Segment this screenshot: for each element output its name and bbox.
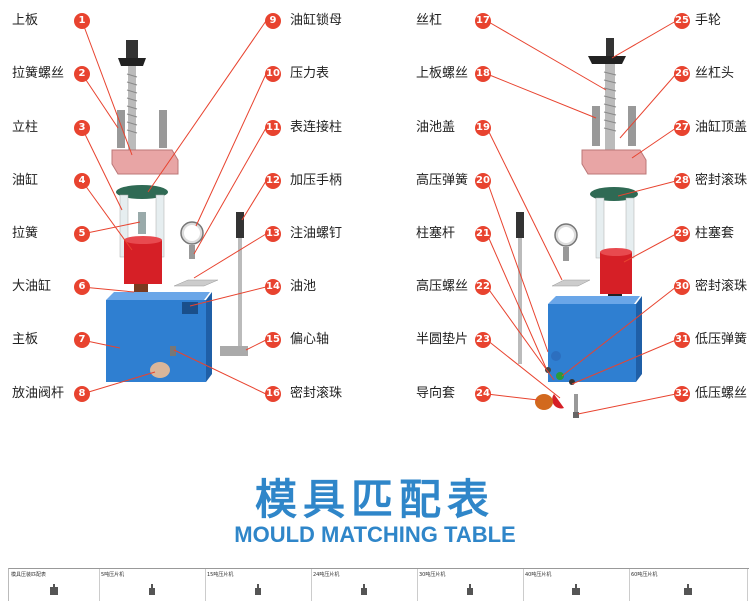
label-tension-spring: 拉簧 bbox=[12, 226, 39, 241]
table-cell-0: 模具压装匹配表 bbox=[9, 569, 100, 601]
exploded-diagram bbox=[81, 20, 677, 418]
label-screw-head: 丝杠头 bbox=[695, 66, 735, 81]
label-oil-cylinder: 油缸 bbox=[12, 173, 39, 188]
label-seal-ball-left: 密封滚珠 bbox=[290, 386, 343, 401]
badge-23: 23 bbox=[475, 332, 491, 348]
badge-19: 19 bbox=[475, 120, 491, 136]
badge-31: 31 bbox=[674, 332, 690, 348]
table-header-0: 模具压装匹配表 bbox=[11, 572, 47, 578]
label-upper-plate-screw: 上板螺丝 bbox=[416, 66, 469, 81]
label-oil-fill-screw: 注油螺钉 bbox=[290, 226, 343, 241]
label-high-pressure-screw: 高压螺丝 bbox=[416, 279, 469, 294]
badge-32: 32 bbox=[674, 386, 690, 402]
badge-11: 11 bbox=[265, 120, 281, 136]
badge-16: 16 bbox=[265, 386, 281, 402]
badge-15: 15 bbox=[265, 332, 281, 348]
label-handwheel: 手轮 bbox=[695, 13, 722, 28]
badge-17: 17 bbox=[475, 13, 491, 29]
label-high-pressure-spring: 高压弹簧 bbox=[416, 173, 469, 188]
badge-1: 1 bbox=[74, 13, 90, 29]
mould-thumbnail-icon bbox=[684, 584, 692, 595]
label-cylinder-lock-nut: 油缸锁母 bbox=[290, 13, 343, 28]
table-header-3: 24吨压片机 bbox=[313, 572, 340, 578]
section-title-chinese: 模具匹配表 bbox=[254, 475, 495, 524]
badge-22: 22 bbox=[475, 279, 491, 295]
badge-29: 29 bbox=[674, 226, 690, 242]
badge-21: 21 bbox=[475, 226, 491, 242]
badge-4: 4 bbox=[74, 173, 90, 189]
table-cell-4: 30吨压片机 bbox=[417, 569, 524, 601]
badge-7: 7 bbox=[74, 332, 90, 348]
table-header-4: 30吨压片机 bbox=[419, 572, 446, 578]
badge-9: 9 bbox=[265, 13, 281, 29]
label-low-pressure-spring: 低压弹簧 bbox=[695, 332, 748, 347]
mould-thumbnail-icon bbox=[149, 584, 155, 595]
label-lead-screw: 丝杠 bbox=[416, 13, 443, 28]
badge-26: 26 bbox=[674, 66, 690, 82]
badge-27: 27 bbox=[674, 120, 690, 136]
label-pressure-gauge: 压力表 bbox=[290, 66, 330, 81]
mould-thumbnail-icon bbox=[361, 584, 367, 595]
mould-thumbnail-icon bbox=[50, 584, 58, 595]
mould-matching-table: 模具压装匹配表 5吨压片机 15吨压片机 24吨压片机 30吨压片机 40吨压片… bbox=[8, 568, 749, 601]
section-title-english: MOULD MATCHING TABLE bbox=[234, 522, 516, 547]
table-cell-3: 24吨压片机 bbox=[311, 569, 418, 601]
label-plunger-rod: 柱塞杆 bbox=[416, 226, 456, 241]
badge-25: 25 bbox=[674, 13, 690, 29]
label-oil-reservoir: 油池 bbox=[290, 279, 317, 294]
label-column: 立柱 bbox=[12, 120, 39, 135]
mould-thumbnail-icon bbox=[467, 584, 473, 595]
badge-6: 6 bbox=[74, 279, 90, 295]
label-pressure-handle: 加压手柄 bbox=[290, 173, 343, 188]
badge-18: 18 bbox=[475, 66, 491, 82]
label-drain-valve-stem: 放油阀杆 bbox=[12, 386, 65, 401]
table-header-1: 5吨压片机 bbox=[101, 572, 125, 578]
badge-12: 12 bbox=[265, 173, 281, 189]
label-seal-ball-30: 密封滚珠 bbox=[695, 279, 748, 294]
table-header-6: 60吨压片机 bbox=[631, 572, 658, 578]
label-seal-ball-28: 密封滚珠 bbox=[695, 173, 748, 188]
badge-8: 8 bbox=[74, 386, 90, 402]
badge-2: 2 bbox=[74, 66, 90, 82]
table-cell-5: 40吨压片机 bbox=[523, 569, 630, 601]
label-main-plate: 主板 bbox=[12, 332, 39, 347]
label-large-cylinder: 大油缸 bbox=[12, 279, 52, 294]
badge-13: 13 bbox=[265, 226, 281, 242]
badge-30: 30 bbox=[674, 279, 690, 295]
label-guide-sleeve: 导向套 bbox=[416, 386, 456, 401]
label-low-pressure-screw: 低压螺丝 bbox=[695, 386, 748, 401]
badge-20: 20 bbox=[475, 173, 491, 189]
table-cell-1: 5吨压片机 bbox=[99, 569, 206, 601]
label-plunger-sleeve: 柱塞套 bbox=[695, 226, 735, 241]
label-eccentric-shaft: 偏心轴 bbox=[290, 332, 330, 347]
badge-28: 28 bbox=[674, 173, 690, 189]
badge-5: 5 bbox=[74, 226, 90, 242]
label-cylinder-top-cap: 油缸顶盖 bbox=[695, 120, 748, 135]
badge-14: 14 bbox=[265, 279, 281, 295]
label-tension-spring-screw: 拉簧螺丝 bbox=[12, 66, 65, 81]
right-press-assembly bbox=[486, 20, 677, 418]
badge-10: 10 bbox=[265, 66, 281, 82]
badge-3: 3 bbox=[74, 120, 90, 136]
label-reservoir-cap: 油池盖 bbox=[416, 120, 456, 135]
label-upper-plate: 上板 bbox=[12, 13, 39, 28]
mould-thumbnail-icon bbox=[255, 584, 261, 595]
table-header-2: 15吨压片机 bbox=[207, 572, 234, 578]
badge-24: 24 bbox=[475, 386, 491, 402]
label-half-round-washer: 半圆垫片 bbox=[416, 332, 469, 347]
label-gauge-connector: 表连接柱 bbox=[290, 120, 343, 135]
table-cell-2: 15吨压片机 bbox=[205, 569, 312, 601]
left-press-assembly bbox=[81, 20, 267, 395]
mould-thumbnail-icon bbox=[572, 584, 580, 595]
table-cell-6: 60吨压片机 bbox=[629, 569, 748, 601]
table-header-5: 40吨压片机 bbox=[525, 572, 552, 578]
